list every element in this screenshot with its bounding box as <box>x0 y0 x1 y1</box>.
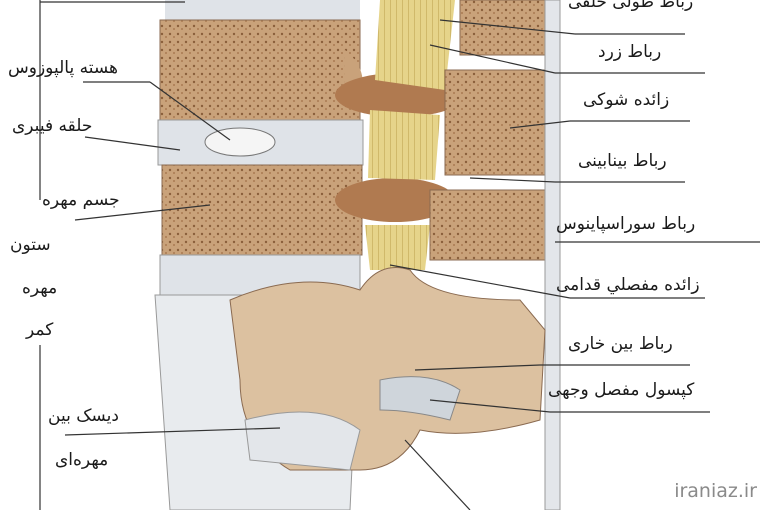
label-posterior-longitudinal-ligament: رباط طولی خلفی <box>568 0 694 12</box>
label-lumbar-spine-1: ستون <box>10 235 51 255</box>
label-lumbar-spine-3: کمر <box>26 320 54 340</box>
label-intervertebral-disc-2: مهره‌ای <box>55 450 109 470</box>
nucleus-pulposus <box>204 127 276 157</box>
label-spinous-process: زائده شوکی <box>583 90 670 110</box>
ligamentum-flavum <box>375 0 455 90</box>
spinous-processes <box>429 0 561 510</box>
label-interspinous-ligament-2: رباط بین خاری <box>568 334 673 354</box>
watermark: iraniaz.ir <box>674 480 757 502</box>
label-nucleus-pulposus: هسته پالپوزوس <box>8 58 118 78</box>
label-vertebral-body: جسم مهره <box>42 190 120 210</box>
label-facet-joint-capsule: کپسول مفصل وجهی <box>548 380 695 400</box>
label-interspinous-ligament: رباط بینابینی <box>578 151 667 171</box>
label-annulus-fibrosus: حلقه فیبری <box>12 116 93 136</box>
label-intervertebral-disc-1: دیسک بین <box>48 406 119 426</box>
label-superior-articular-process: زائده مفصلي قدامی <box>556 275 700 295</box>
label-supraspinous-ligament: رباط سوراسپاینوس <box>556 214 696 234</box>
label-ligamentum-flavum: رباط زرد <box>598 42 662 62</box>
label-lumbar-spine-2: مهره <box>22 278 58 298</box>
leader-lines <box>39 0 760 510</box>
